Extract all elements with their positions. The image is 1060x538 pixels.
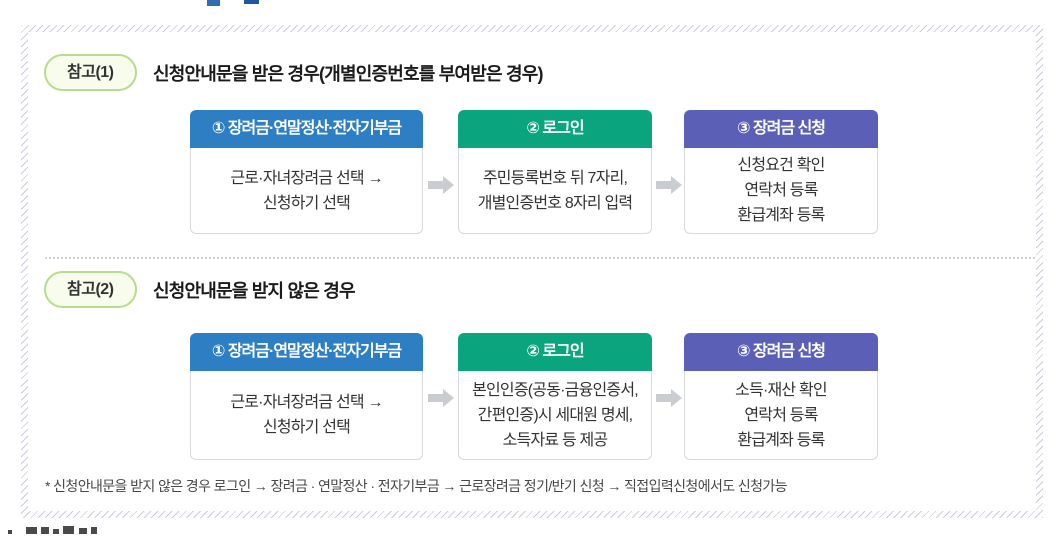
flow-arrow-icon — [656, 389, 682, 407]
section-2-title: 신청안내문을 받지 않은 경우 — [153, 281, 356, 301]
step-body-line: 신청하기 선택 — [262, 194, 351, 212]
clipped-text-fragment — [26, 527, 37, 534]
flow-arrow-icon — [428, 176, 454, 194]
step-body-line: 신청하기 선택 — [262, 419, 351, 436]
flow-arrow-icon — [656, 176, 682, 194]
step-body-line: 연락처 등록 — [744, 406, 818, 424]
step-body-line: 소득자료 등 제공 — [502, 431, 609, 449]
step-header: ② 로그인 — [458, 333, 652, 371]
step-body-line: 신청요건 확인 — [737, 157, 825, 174]
step-header: ① 장려금·연말정산·전자기부금 — [190, 333, 423, 371]
step-body-line: 간편인증)시 세대원 명세, — [477, 406, 633, 424]
step-body: 신청요건 확인 연락처 등록 환급계좌 등록 — [684, 148, 878, 234]
step-box-1-3: ③ 장려금 신청 신청요건 확인 연락처 등록 환급계좌 등록 — [684, 110, 878, 234]
step-body-line: 개별인증번호 8자리 입력 — [477, 194, 633, 212]
clipped-text-fragment — [8, 530, 12, 534]
step-body: 근로·자녀장려금 선택 → 신청하기 선택 — [190, 371, 423, 460]
clipped-header-text-fragment — [207, 0, 220, 6]
clipped-text-fragment — [63, 526, 74, 534]
step-body: 본인인증(공동·금융인증서, 간편인증)시 세대원 명세, 소득자료 등 제공 — [458, 371, 652, 460]
step-box-2-1: ① 장려금·연말정산·전자기부금 근로·자녀장려금 선택 → 신청하기 선택 — [190, 333, 423, 460]
flow-arrow-icon — [428, 389, 454, 407]
step-body-line: 소득·재산 확인 — [735, 381, 828, 399]
step-body: 근로·자녀장려금 선택 → 신청하기 선택 — [190, 148, 423, 234]
dotted-section-divider — [45, 257, 1035, 259]
clipped-text-fragment — [91, 527, 97, 534]
clipped-text-fragment — [79, 528, 87, 534]
step-header: ① 장려금·연말정산·전자기부금 — [190, 110, 423, 148]
step-header: ③ 장려금 신청 — [684, 110, 878, 148]
reference-badge-2: 참고(2) — [44, 271, 137, 308]
step-body-line: 연락처 등록 — [744, 182, 818, 199]
step-box-2-3: ③ 장려금 신청 소득·재산 확인 연락처 등록 환급계좌 등록 — [684, 333, 878, 460]
step-body-line: 근로·자녀장려금 선택 → — [230, 169, 383, 187]
step-body-line: 본인인증(공동·금융인증서, — [472, 381, 639, 399]
step-header: ③ 장려금 신청 — [684, 333, 878, 371]
step-body-line: 환급계좌 등록 — [737, 207, 825, 224]
clipped-text-fragment — [41, 527, 49, 534]
step-body: 주민등록번호 뒤 7자리, 개별인증번호 8자리 입력 — [458, 148, 652, 234]
step-body: 소득·재산 확인 연락처 등록 환급계좌 등록 — [684, 371, 878, 460]
step-box-2-2: ② 로그인 본인인증(공동·금융인증서, 간편인증)시 세대원 명세, 소득자료… — [458, 333, 652, 460]
section-1-title: 신청안내문을 받은 경우(개별인증번호를 부여받은 경우) — [153, 64, 543, 84]
clipped-text-fragment — [53, 529, 59, 534]
footnote-text: * 신청안내문을 받지 않은 경우 로그인 → 장려금 · 연말정산 · 전자기… — [45, 478, 788, 494]
step-box-1-2: ② 로그인 주민등록번호 뒤 7자리, 개별인증번호 8자리 입력 — [458, 110, 652, 234]
step-body-line: 근로·자녀장려금 선택 → — [230, 394, 383, 411]
step-box-1-1: ① 장려금·연말정산·전자기부금 근로·자녀장려금 선택 → 신청하기 선택 — [190, 110, 423, 234]
step-body-line: 주민등록번호 뒤 7자리, — [482, 169, 628, 187]
step-header: ② 로그인 — [458, 110, 652, 148]
step-body-line: 환급계좌 등록 — [737, 431, 825, 449]
reference-badge-1: 참고(1) — [44, 54, 137, 91]
clipped-header-underline-fragment — [244, 0, 259, 4]
